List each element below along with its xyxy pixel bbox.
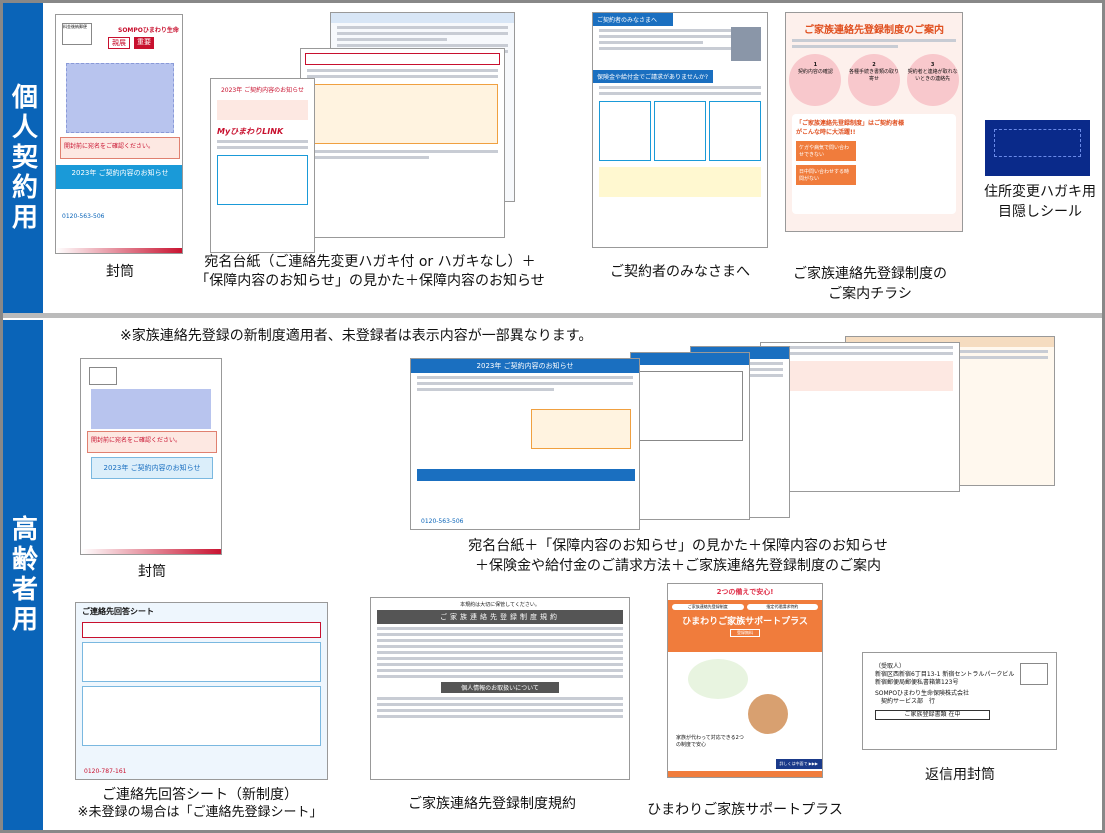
seal-thumbnail xyxy=(985,120,1090,176)
mount-label-2: 「保障内容のお知らせ」の見かた＋保障内容のお知らせ xyxy=(195,273,545,289)
tag-confidential: 親展 xyxy=(108,37,130,49)
department: 契約サービス部 行 xyxy=(881,698,936,705)
flyer-label-2: ご案内チラシ xyxy=(828,286,912,302)
return-envelope-thumbnail: （受取人） 新宿区西新宿6丁目13-1 新宿セントラルパークビル 新宿郵便局郵便… xyxy=(862,652,1057,750)
letter-heading: ご契約者のみなさまへ xyxy=(593,13,673,26)
letter-label: ご契約者のみなさまへ xyxy=(610,264,750,280)
stack-page-2 xyxy=(630,352,750,520)
section-individual: 個人契約用 xyxy=(3,3,43,313)
address-line-2: 新宿郵便局郵便私書箱第123号 xyxy=(875,679,959,686)
guide-page xyxy=(300,48,505,238)
mount-label-1: 宛名台紙（ご連絡先変更ハガキ付 or ハガキなし）＋ xyxy=(204,254,536,270)
elderly-envelope-title: 2023年 ご契約内容のお知らせ xyxy=(91,457,213,479)
brand-logo: MyひまわりLINK xyxy=(217,127,284,136)
answer-sheet-thumbnail: ご連絡先回答シート 0120-787-161 xyxy=(75,602,328,780)
support-title: ひまわりご家族サポートプラス xyxy=(682,617,808,627)
return-envelope-label: 返信用封筒 xyxy=(925,767,995,783)
warning-box: 開封前に宛名をご確認ください。 xyxy=(60,137,180,159)
elderly-mount-label-2: ＋保険金や給付金のご請求方法＋ご家族連絡先登録制度のご案内 xyxy=(475,558,881,574)
elderly-note: ※家族連絡先登録の新制度適用者、未登録者は表示内容が一部異なります。 xyxy=(120,328,593,344)
envelope-title: 2023年 ご契約内容のお知らせ xyxy=(56,165,182,189)
mount-title: 2023年 ご契約内容のお知らせ xyxy=(220,87,305,94)
enclosed-notice: ご家族登録書類 在中 xyxy=(875,710,990,720)
elderly-envelope-label: 封筒 xyxy=(138,564,166,580)
support-badge: 登録無料 xyxy=(730,629,760,637)
section-divider xyxy=(3,313,1102,318)
terms-notice: 本規約は大切に保管してください。 xyxy=(460,602,540,608)
answer-sheet-title: ご連絡先回答シート xyxy=(82,607,154,616)
envelope-label: 封筒 xyxy=(106,264,134,280)
support-bottom-text: 家族が代わって対応できる2つの制度で安心 xyxy=(676,735,744,748)
answer-sheet-label-1: ご連絡先回答シート（新制度） xyxy=(102,787,298,803)
stack-page-4 xyxy=(760,342,960,492)
elderly-mount-phone: 0120-563-506 xyxy=(421,518,464,525)
flyer-title: ご家族連絡先登録制度のご案内 xyxy=(804,25,944,36)
terms-subtitle: 個人情報のお取扱いについて xyxy=(441,682,559,693)
support-more: 詳しくは中面で ▶▶▶ xyxy=(775,759,822,769)
portrait-photo xyxy=(731,27,761,61)
phone-number: 0120-563-506 xyxy=(62,213,105,220)
support-plus-thumbnail: 2つの備えで安心! ご家族連絡先登録制度指定代理請求特約 ひまわりご家族サポート… xyxy=(667,583,823,778)
company-name: SOMPOひまわり生命保険株式会社 xyxy=(875,690,970,697)
postage-box: 料金後納郵便 xyxy=(62,23,92,45)
envelope-thumbnail: 料金後納郵便 SOMPOひまわり生命 親展 重要 開封前に宛名をご確認ください。… xyxy=(55,14,183,254)
case-2: 日中問い合わせする時間がない xyxy=(796,165,856,185)
terms-label: ご家族連絡先登録制度規約 xyxy=(408,796,576,812)
terms-thumbnail: 本規約は大切に保管してください。 ご家族連絡先登録制度規約 個人情報のお取扱いに… xyxy=(370,597,630,780)
address-window xyxy=(66,63,174,133)
seal-label-2: 目隠しシール xyxy=(998,204,1082,220)
terms-title: ご家族連絡先登録制度規約 xyxy=(377,610,623,624)
pill-family: ご家族連絡先登録制度 xyxy=(672,604,744,610)
address-line-1: 新宿区西新宿6丁目13-1 新宿セントラルパークビル xyxy=(875,671,1015,678)
case-1: ケガや病気で問い合わせできない xyxy=(796,141,856,161)
elderly-mount-label-1: 宛名台紙＋「保障内容のお知らせ」の見かた＋保障内容のお知らせ xyxy=(468,538,888,554)
answer-sheet-label-2: ※未登録の場合は「ご連絡先登録シート」 xyxy=(77,805,323,820)
letter-subheading: 保険金や給付金でご請求がありませんか? xyxy=(593,70,713,83)
answer-sheet-phone: 0120-787-161 xyxy=(84,768,127,775)
support-label: ひまわりご家族サポートプラス xyxy=(647,802,843,818)
recipient: （受取人） xyxy=(875,663,906,670)
support-tagline: 2つの備えで安心! xyxy=(716,588,774,596)
flyer-callout: 「ご家族連絡先登録制度」はご契約者様がこんな時に大活躍!! xyxy=(796,120,905,136)
envelope-stripe xyxy=(56,248,182,253)
seal-label-1: 住所変更ハガキ用 xyxy=(984,184,1096,200)
letter-thumbnail: ご契約者のみなさまへ 保険金や給付金でご請求がありませんか? xyxy=(592,12,768,248)
flyer-label-1: ご家族連絡先登録制度の xyxy=(793,266,947,282)
elderly-mount-title: 2023年 ご契約内容のお知らせ xyxy=(411,359,639,373)
elderly-warning: 開封前に宛名をご確認ください。 xyxy=(87,431,217,453)
tag-important: 重要 xyxy=(134,37,154,49)
elderly-envelope-thumbnail: 開封前に宛名をご確認ください。 2023年 ご契約内容のお知らせ xyxy=(80,358,222,555)
mount-page: 2023年 ご契約内容のお知らせ MyひまわりLINK xyxy=(210,78,315,253)
section-elderly: 高齢者用 xyxy=(3,320,43,830)
pill-proxy: 指定代理請求特約 xyxy=(746,604,818,610)
company-logo: SOMPOひまわり生命 xyxy=(118,27,179,34)
stack-page-1: 2023年 ご契約内容のお知らせ 0120-563-506 xyxy=(410,358,640,530)
